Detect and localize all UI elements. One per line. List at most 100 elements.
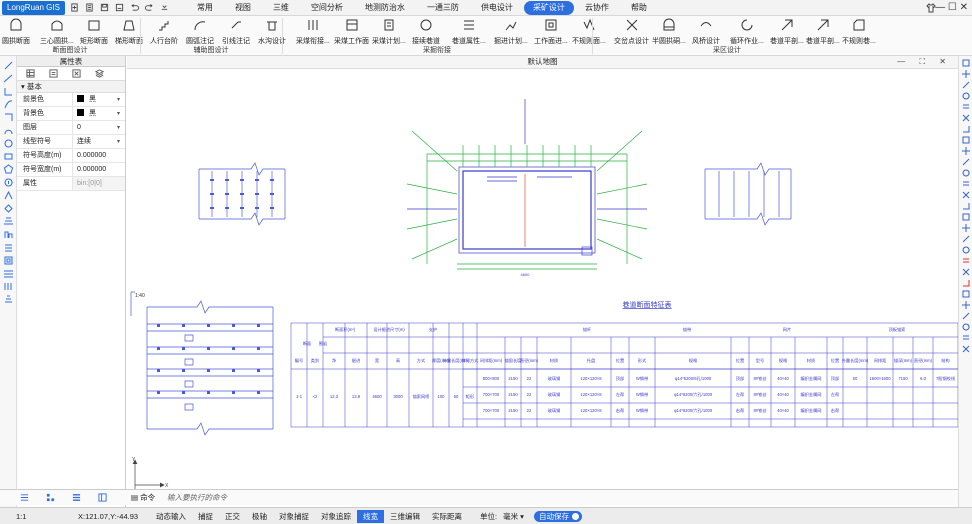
ribbon-btn-14[interactable]: 工作面进... (534, 18, 568, 46)
left-tool-9-icon[interactable] (3, 177, 14, 188)
left-tool-16-icon[interactable] (3, 268, 14, 279)
right-tool-8-icon[interactable] (961, 146, 971, 156)
ribbon-btn-20[interactable]: 巷道平剖... (770, 18, 804, 46)
ribbon-btn-17[interactable]: 半圆拱硐... (652, 18, 686, 46)
right-tool-0-icon[interactable] (961, 58, 971, 68)
property-row-0[interactable]: 前景色黑▾ (17, 93, 125, 107)
right-tool-13-icon[interactable] (961, 201, 971, 211)
left-tool-10-icon[interactable] (3, 190, 14, 201)
ribbon-btn-7[interactable]: 水沟设计 (258, 18, 286, 46)
menu-item-6[interactable]: 供电设计 (480, 2, 513, 12)
ribbon-btn-2[interactable]: 矩形断面 (80, 18, 108, 46)
menu-item-2[interactable]: 三维 (272, 2, 289, 12)
property-value-4[interactable]: 0.000000 (73, 149, 125, 162)
layers-icon[interactable] (89, 68, 109, 79)
left-tool-17-icon[interactable] (3, 281, 14, 292)
property-row-1[interactable]: 背景色黑▾ (17, 107, 125, 121)
ribbon-btn-11[interactable]: 接续巷道 (412, 18, 440, 46)
app-logo[interactable]: LongRuan GIS (2, 0, 65, 15)
redo-icon[interactable] (145, 3, 155, 12)
right-tool-26-icon[interactable] (961, 344, 971, 354)
save-as-icon[interactable] (115, 3, 125, 12)
right-tool-1-icon[interactable] (961, 69, 971, 79)
property-row-3[interactable]: 线型符号连续▾ (17, 135, 125, 149)
ribbon-btn-8[interactable]: 采煤衔接... (296, 18, 330, 46)
left-tool-12-icon[interactable] (3, 216, 14, 227)
right-tool-7-icon[interactable] (961, 135, 971, 145)
autosave-toggle[interactable]: 自动保存 (533, 510, 582, 522)
list-icon[interactable] (20, 493, 29, 502)
filter-icon[interactable] (66, 68, 86, 79)
menu-item-3[interactable]: 空间分析 (310, 2, 343, 12)
menu-item-9[interactable]: 帮助 (630, 2, 647, 12)
status-toggle-6[interactable]: 线宽 (357, 509, 384, 523)
ribbon-btn-10[interactable]: 采煤计划... (372, 18, 406, 46)
ribbon-btn-12[interactable]: 巷道属性... (452, 18, 486, 46)
right-tool-25-icon[interactable] (961, 333, 971, 343)
save-icon[interactable] (100, 3, 110, 12)
left-tool-18-icon[interactable] (3, 294, 14, 305)
ribbon-btn-4[interactable]: 人行台阶 (150, 18, 178, 46)
status-toggle-5[interactable]: 对象追踪 (321, 511, 351, 521)
chevron-down-icon[interactable]: ▾ (116, 97, 120, 103)
menu-item-7[interactable]: 采矿设计 (523, 0, 574, 15)
list-view-icon[interactable] (43, 68, 63, 79)
property-value-0[interactable]: 黑▾ (73, 93, 125, 106)
left-tool-5-icon[interactable] (3, 125, 14, 136)
ribbon-btn-19[interactable]: 循环作业... (730, 18, 764, 46)
map-window-controls[interactable]: — ⛶ ✕ (897, 57, 952, 66)
command-input[interactable]: 输入要执行的命令 (167, 493, 227, 502)
left-tool-14-icon[interactable] (3, 242, 14, 253)
left-tool-2-icon[interactable] (3, 86, 14, 97)
open-file-icon[interactable] (85, 3, 95, 12)
right-tool-23-icon[interactable] (961, 311, 971, 321)
table-icon[interactable] (72, 493, 81, 502)
tree-icon[interactable] (46, 493, 55, 502)
right-tool-20-icon[interactable] (961, 278, 971, 288)
property-row-4[interactable]: 符号高度(m)0.000000 (17, 149, 125, 163)
left-tool-11-icon[interactable] (3, 203, 14, 214)
status-toggle-1[interactable]: 捕捉 (198, 511, 213, 521)
menu-item-0[interactable]: 常用 (196, 2, 213, 12)
property-row-5[interactable]: 符号宽度(m)0.000000 (17, 163, 125, 177)
ribbon-btn-1[interactable]: 三心圆拱... (40, 18, 74, 46)
left-tool-4-icon[interactable] (3, 112, 14, 123)
ribbon-btn-15[interactable]: 不规则面... (572, 18, 606, 46)
left-tool-0-icon[interactable] (3, 60, 14, 71)
left-tool-3-icon[interactable] (3, 99, 14, 110)
left-tool-13-icon[interactable] (3, 229, 14, 240)
ribbon-btn-6[interactable]: 引线注记 (222, 18, 250, 46)
skin-icon[interactable] (926, 3, 936, 13)
right-tool-22-icon[interactable] (961, 300, 971, 310)
more-icon[interactable] (160, 3, 170, 12)
right-tool-16-icon[interactable] (961, 234, 971, 244)
ribbon-btn-0[interactable]: 圆拱断面 (2, 18, 30, 46)
right-tool-17-icon[interactable] (961, 245, 971, 255)
ribbon-btn-3[interactable]: 梯形断面 (115, 18, 143, 46)
left-tool-15-icon[interactable] (3, 255, 14, 266)
new-file-icon[interactable] (70, 3, 80, 12)
chevron-down-icon[interactable]: ▾ (116, 139, 120, 145)
right-tool-6-icon[interactable] (961, 124, 971, 134)
property-value-3[interactable]: 连续▾ (73, 135, 125, 148)
right-tool-10-icon[interactable] (961, 168, 971, 178)
chevron-down-icon[interactable]: ▾ (116, 125, 120, 131)
right-tool-18-icon[interactable] (961, 256, 971, 266)
ribbon-btn-13[interactable]: 掘进计划... (494, 18, 528, 46)
ribbon-btn-22[interactable]: 不规则巷... (842, 18, 876, 46)
property-value-1[interactable]: 黑▾ (73, 107, 125, 120)
right-tool-24-icon[interactable] (961, 322, 971, 332)
right-tool-21-icon[interactable] (961, 289, 971, 299)
panel-icon[interactable] (98, 493, 107, 502)
undo-icon[interactable] (130, 3, 140, 12)
ribbon-btn-5[interactable]: 圆弧注记 (186, 18, 214, 46)
ribbon-btn-16[interactable]: 交岔点设计 (614, 18, 649, 46)
status-toggle-7[interactable]: 三维编辑 (390, 511, 420, 521)
window-controls[interactable]: — ☐ ✕ (935, 2, 968, 13)
menu-item-1[interactable]: 视图 (234, 2, 251, 12)
status-toggle-4[interactable]: 对象捕捉 (279, 511, 309, 521)
right-tool-19-icon[interactable] (961, 267, 971, 277)
right-tool-9-icon[interactable] (961, 157, 971, 167)
